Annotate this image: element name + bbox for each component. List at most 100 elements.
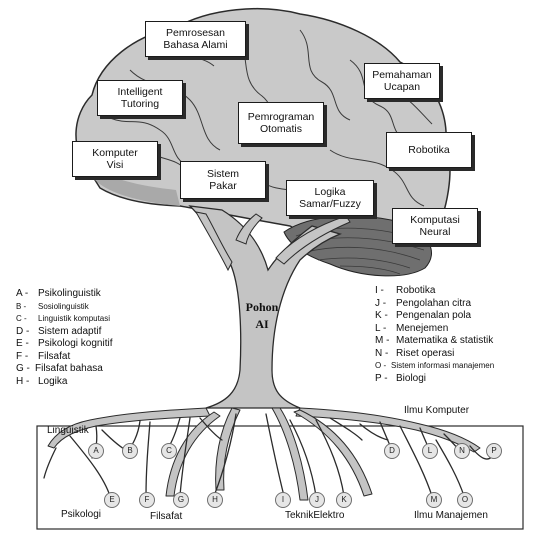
legend-text: Sistem adaptif [38,325,102,337]
ground-label-psikologi: Psikologi [61,509,102,520]
legend-text: Filsafat bahasa [35,363,103,374]
root-node-o: O [457,492,473,508]
legend-item: H - Logika [16,376,112,389]
root-node-l: L [422,443,438,459]
legend-code: I - [375,285,384,296]
legend-code: F - [16,350,29,362]
box-line: Bahasa Alami [163,39,228,51]
legend-text: Sosiolinguistik [38,301,89,311]
legend-text: Psikolinguistik [38,288,101,299]
legend-item: E - Psikologi kognitif [16,338,112,351]
legend-text: Sistem informasi manajemen [391,361,495,370]
legend-left: A - Psikolinguistik B - Sosiolinguistik C … [16,288,112,388]
legend-code: K - [375,310,388,321]
legend-code: O - [375,361,387,370]
legend-text: Biologi [396,372,427,384]
box-line: Otomatis [259,123,302,135]
root-node-h: H [207,492,223,508]
box-line: Ucapan [383,81,421,93]
legend-item: J - Pengolahan citra [375,298,494,311]
root-node-g: G [173,492,189,508]
box-pemrosesan-bahasa-alami: Pemrosesan Bahasa Alami [145,21,246,57]
legend-text: Pengolahan citra [396,297,472,309]
legend-item: F - Filsafat [16,351,112,364]
box-pemahaman-ucapan: Pemahaman Ucapan [364,63,440,99]
box-robotika: Robotika [386,132,472,168]
legend-code: P - [375,372,388,384]
root-node-f: F [139,492,155,508]
legend-text: Riset operasi [396,347,455,359]
legend-code: D - [16,325,30,337]
ground-label-ilmu-komputer: Ilmu Komputer [404,405,470,416]
legend-code: G - [16,363,30,374]
box-line: Pakar [209,180,237,192]
legend-text: Pengenalan pola [396,310,472,321]
box-line: Pemahaman [372,69,432,81]
legend-item: O - Sistem informasi manajemen [375,360,494,373]
root-node-d: D [384,443,400,459]
legend-text: Psikologi kognitif [38,338,113,349]
trunk-label: Pohon AI [234,300,290,331]
legend-text: Logika [38,375,68,387]
box-line: Intelligent [117,86,163,98]
box-line: Visi [106,159,124,171]
legend-item: N - Riset operasi [375,348,494,361]
box-line: Tutoring [120,98,160,110]
root-node-b: B [122,443,138,459]
box-line: Logika [314,186,346,198]
box-line: Neural [419,226,451,238]
box-line: Sistem [206,168,240,180]
legend-item: K - Pengenalan pola [375,310,494,323]
root-node-j: J [309,492,325,508]
legend-item: M - Matematika & statistik [375,335,494,348]
legend-item: D - Sistem adaptif [16,326,112,339]
root-node-p: P [486,443,502,459]
root-node-n: N [454,443,470,459]
box-komputer-visi: Komputer Visi [72,141,158,177]
legend-item: P - Biologi [375,373,494,386]
legend-text: Matematika & statistik [396,335,494,346]
root-node-e: E [104,492,120,508]
legend-item: G - Filsafat bahasa [16,363,112,376]
legend-text: Filsafat [38,350,71,362]
box-line: Pemrosesan [166,27,225,39]
box-line: Komputer [92,147,138,159]
box-intelligent-tutoring: Intelligent Tutoring [97,80,183,116]
legend-code: H - [16,375,30,387]
legend-code: B - [16,301,27,311]
ground-label-linguistik: Linguistik [47,425,89,436]
legend-item: I - Robotika [375,285,494,298]
legend-code: N - [375,347,389,359]
legend-code: M - [375,335,390,346]
legend-text: Linguistik komputasi [38,314,111,323]
box-logika-samar-fuzzy: Logika Samar/Fuzzy [286,180,374,216]
ground-label-ilmu-manajemen: Ilmu Manajemen [414,510,488,521]
box-sistem-pakar: Sistem Pakar [180,161,266,199]
legend-code: C - [16,314,27,323]
box-line: Robotika [408,144,450,156]
root-node-c: C [161,443,177,459]
legend-right: I - Robotika J - Pengolahan citra K - Penge… [375,285,494,385]
ground-label-teknik-elektro: TeknikElektro [285,510,345,521]
root-node-i: I [275,492,291,508]
legend-item: L -Menejemen [375,323,494,336]
trunk-label-line: Pohon [245,300,279,314]
ground-label-filsafat: Filsafat [150,511,183,522]
legend-item: B - Sosiolinguistik [16,301,112,314]
box-pemrograman-otomatis: Pemrograman Otomatis [238,102,324,144]
box-line: Samar/Fuzzy [299,198,361,210]
legend-code: J - [375,297,387,309]
trunk-label-line: AI [255,317,269,331]
legend-code: A - [16,288,29,299]
root-node-a: A [88,443,104,459]
legend-item: C - Linguistik komputasi [16,313,112,326]
legend-text: Menejemen [396,322,449,334]
legend-code: E - [16,338,29,349]
legend-text: Robotika [396,285,436,296]
box-line: Komputasi [410,214,460,226]
box-komputasi-neural: Komputasi Neural [392,208,478,244]
root-node-k: K [336,492,352,508]
root-node-m: M [426,492,442,508]
legend-item: A - Psikolinguistik [16,288,112,301]
